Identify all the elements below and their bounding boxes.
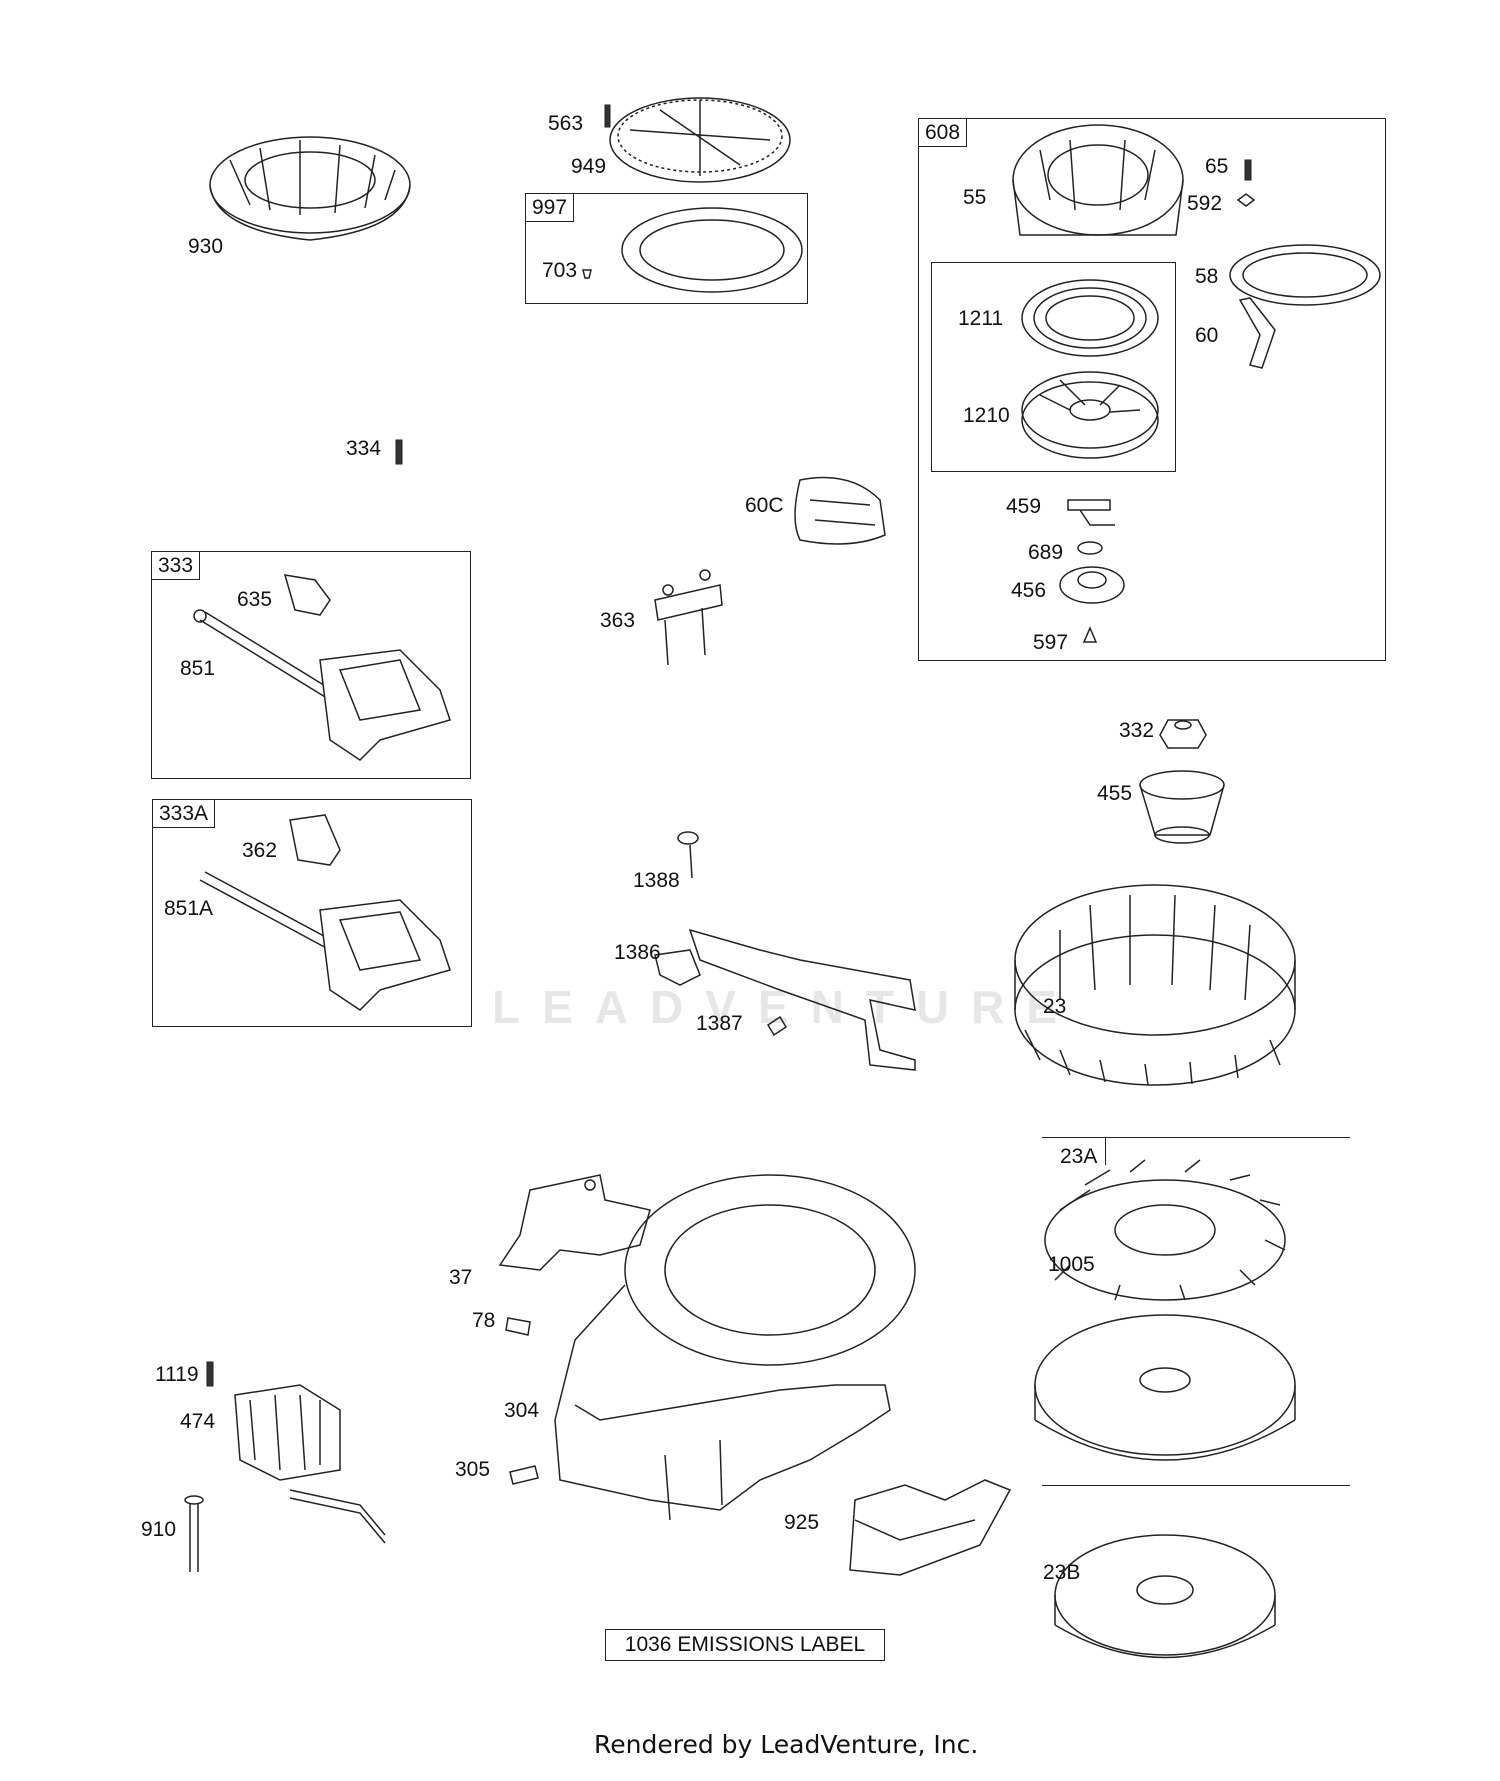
kit-608-frame: 608 [918,118,1386,661]
callout-23: 23 [1043,995,1067,1018]
part-363-drawing [654,569,723,666]
callout-455: 455 [1097,782,1133,805]
callout-949: 949 [571,155,607,178]
kit-997-label: 997 [526,194,575,222]
part-997-drawing [582,207,803,293]
part-23a-flywheel-drawing [1034,1314,1296,1461]
callout-925: 925 [784,1511,820,1534]
part-78-drawing [505,1317,531,1336]
callout-851: 851 [180,657,216,680]
part-1386-drawing [654,831,916,1071]
callout-58: 58 [1195,265,1219,288]
callout-1387: 1387 [696,1012,743,1035]
callout-474: 474 [180,1410,216,1433]
part-949-drawing [604,97,791,183]
callout-305: 305 [455,1458,491,1481]
part-910-drawing [184,1495,204,1572]
kit-608-label: 608 [919,119,968,147]
part-1005-drawing [1044,1159,1286,1301]
callout-459: 459 [1006,495,1042,518]
part-334-drawing [395,439,403,465]
part-304-drawing [554,1174,916,1521]
kit-997-frame: 997 [525,193,808,304]
callout-1210: 1210 [963,404,1010,427]
callout-1005: 1005 [1048,1253,1095,1276]
part-925-drawing [849,1479,1012,1576]
part-60c-drawing [794,476,886,545]
callout-55: 55 [963,186,987,209]
callout-635: 635 [237,588,273,611]
part-55-drawing [1012,124,1256,236]
kit-333-frame: 333 [151,551,471,779]
callout-851a: 851A [164,897,214,920]
part-58-drawing [1229,244,1381,369]
part-1211-drawing [1021,279,1159,357]
part-459-drawing [1059,499,1125,643]
callout-597: 597 [1033,631,1069,654]
part-930-drawing [209,136,411,241]
callout-60c: 60C [745,494,784,517]
part-474-drawing [234,1384,386,1544]
kit-333a-frame: 333A [152,799,472,1027]
part-37-drawing [498,1174,651,1271]
callout-362: 362 [242,839,278,862]
callout-334: 334 [346,437,382,460]
callout-1211: 1211 [958,307,1004,330]
callout-1119: 1119 [155,1363,199,1386]
divider-23a [1042,1137,1350,1138]
part-332-drawing [1159,719,1207,749]
callout-1386: 1386 [614,941,661,964]
callout-363: 363 [600,609,636,632]
watermark-text: LEADVENTURE [492,981,1080,1033]
kit-333-label: 333 [152,552,201,580]
part-23b-drawing [1054,1534,1276,1659]
rendered-by-footer: Rendered by LeadVenture, Inc. [594,1730,979,1759]
callout-1388: 1388 [633,869,680,892]
callout-930: 930 [188,235,224,258]
callout-910: 910 [141,1518,177,1541]
callout-703: 703 [542,259,578,282]
emissions-label-box: 1036 EMISSIONS LABEL [605,1629,885,1661]
kit-23a-label: 23A [1060,1145,1098,1168]
kit-1210-frame [931,262,1176,472]
callout-689: 689 [1028,541,1064,564]
callout-37: 37 [449,1266,473,1289]
part-23-drawing [1014,884,1296,1086]
part-455-drawing [1139,770,1225,844]
callout-60: 60 [1195,324,1219,347]
callout-332: 332 [1119,719,1155,742]
divider-23b [1042,1485,1350,1486]
part-305-drawing [509,1465,539,1485]
callout-23b: 23B [1043,1561,1081,1584]
kit-333a-label: 333A [153,800,216,828]
callout-304: 304 [504,1399,540,1422]
part-1210-drawing [1021,371,1159,459]
part-851a-drawing [199,814,451,1011]
part-1119-drawing [206,1361,214,1387]
callout-456: 456 [1011,579,1047,602]
divider-23a-vertical [1105,1137,1106,1165]
callout-65: 65 [1205,155,1229,178]
callout-563: 563 [548,112,584,135]
callout-592: 592 [1187,192,1223,215]
callout-78: 78 [472,1309,496,1332]
part-851-drawing [193,574,451,761]
